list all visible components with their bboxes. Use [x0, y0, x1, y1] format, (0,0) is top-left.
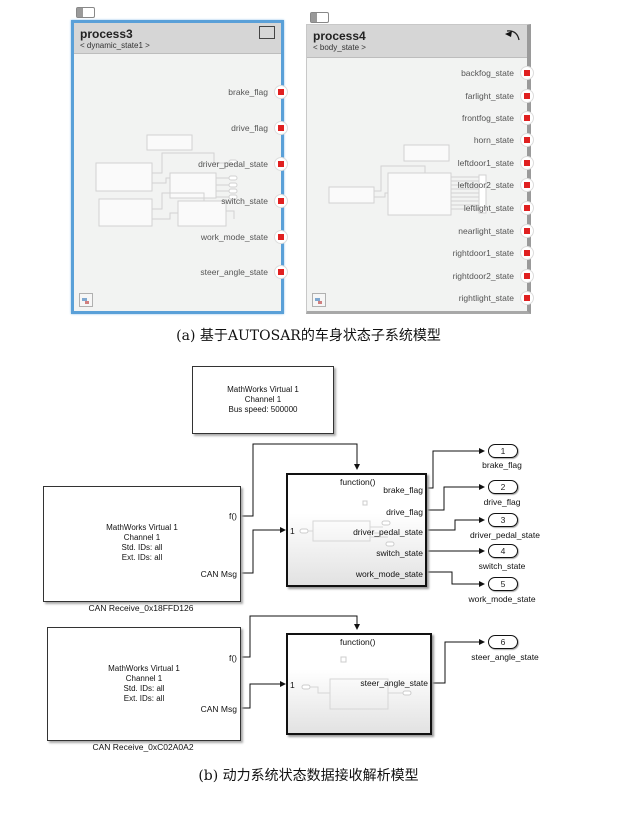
port-leftdoor1-state[interactable]: leftdoor1_state: [458, 155, 534, 170]
swc-block-process4[interactable]: process4 < body_state > backfog_state: [306, 24, 534, 314]
port-icon: [520, 132, 534, 147]
swc-header: process3 < dynamic_state1 >: [74, 23, 281, 54]
block-text: Std. IDs: all: [121, 543, 163, 552]
caption-b: (b) 动力系统状态数据接收解析模型: [198, 768, 419, 784]
port-driver-pedal-state[interactable]: driver_pedal_state: [198, 156, 288, 171]
block-text: MathWorks Virtual 1: [108, 664, 180, 673]
caption-a: (a) 基于AUTOSAR的车身状态子系统模型: [176, 328, 441, 344]
port-leftdoor2-state[interactable]: leftdoor2_state: [458, 177, 534, 192]
swc-subtitle: < dynamic_state1 >: [80, 41, 150, 50]
internal-preview: [301, 656, 412, 710]
port-icon: [520, 110, 534, 125]
output-port-can-msg[interactable]: CAN Msg: [200, 569, 237, 579]
outport-label: work_mode_state: [468, 594, 536, 604]
output-port-label: brake_flag: [383, 485, 423, 495]
swc-header: process4 < body_state >: [307, 25, 527, 58]
trigger-port-label: function(): [340, 477, 376, 487]
block-name: CAN Receive_0xC02A0A2: [92, 742, 194, 752]
internal-preview: [95, 134, 238, 227]
outport-label: driver_pedal_state: [470, 530, 540, 540]
output-port-can-msg[interactable]: CAN Msg: [200, 704, 237, 714]
port-icon: [274, 193, 288, 208]
outport-6[interactable]: 6: [488, 635, 518, 649]
port-switch-state[interactable]: switch_state: [221, 193, 288, 208]
swc-title: process3: [80, 27, 133, 41]
block-text: Channel 1: [123, 533, 161, 542]
port-rightlight-state[interactable]: rightlight_state: [459, 290, 534, 305]
port-icon: [274, 84, 288, 99]
port-backfog-state[interactable]: backfog_state: [461, 65, 534, 80]
can-receive-block-1[interactable]: MathWorks Virtual 1 Channel 1 Std. IDs: …: [43, 486, 241, 602]
can-configuration-block[interactable]: MathWorks Virtual 1 Channel 1 Bus speed:…: [192, 366, 334, 434]
port-icon: [520, 65, 534, 80]
block-text: Ext. IDs: all: [121, 553, 163, 562]
block-text: Bus speed: 500000: [228, 405, 298, 414]
port-steer-angle-state[interactable]: steer_angle_state: [200, 264, 288, 279]
port-icon: [274, 264, 288, 279]
can-receive-block-2[interactable]: MathWorks Virtual 1 Channel 1 Std. IDs: …: [47, 627, 241, 741]
port-icon: [520, 200, 534, 215]
block-text: Std. IDs: all: [123, 684, 165, 693]
port-icon: [520, 155, 534, 170]
port-rightdoor1-state[interactable]: rightdoor1_state: [453, 245, 534, 260]
outport-2[interactable]: 2: [488, 480, 518, 494]
outport-label: drive_flag: [483, 497, 521, 507]
port-rightdoor2-state[interactable]: rightdoor2_state: [453, 268, 534, 283]
output-port-label: driver_pedal_state: [353, 527, 423, 537]
output-port-label: steer_angle_state: [360, 678, 428, 688]
outport-5[interactable]: 5: [488, 577, 518, 591]
port-icon: [274, 156, 288, 171]
input-port-label: 1: [290, 680, 295, 690]
comment-toggle-icon[interactable]: [310, 12, 329, 23]
block-text: Ext. IDs: all: [123, 694, 165, 703]
block-name: CAN Receive_0x18FFD126: [88, 603, 194, 613]
port-icon: [520, 290, 534, 305]
port-drive-flag[interactable]: drive_flag: [231, 120, 288, 135]
port-horn-state[interactable]: horn_state: [474, 132, 534, 147]
output-port-label: work_mode_state: [355, 569, 423, 579]
port-leftlight-state[interactable]: leftlight_state: [464, 200, 534, 215]
trigger-port-label: function(): [340, 637, 376, 647]
outport-label: switch_state: [478, 561, 526, 571]
port-farlight-state[interactable]: farlight_state: [465, 88, 534, 103]
block-text: Channel 1: [125, 674, 163, 683]
function-call-subsystem-1[interactable]: function() 1 brake_flag drive_flag drive…: [286, 473, 427, 587]
port-icon: [520, 245, 534, 260]
block-text: MathWorks Virtual 1: [227, 385, 299, 394]
output-port-label: drive_flag: [386, 507, 423, 517]
function-call-subsystem-2[interactable]: function() 1 steer_angle_state: [286, 633, 432, 735]
model-reference-icon[interactable]: [79, 293, 93, 307]
outport-4[interactable]: 4: [488, 544, 518, 558]
input-port-label: 1: [290, 526, 295, 536]
block-text: Channel 1: [244, 395, 282, 404]
internal-preview: [328, 144, 487, 216]
outport-label: brake_flag: [482, 460, 522, 470]
port-frontfog-state[interactable]: frontfog_state: [462, 110, 534, 125]
periodic-arc-icon: [505, 30, 520, 41]
port-icon: [520, 223, 534, 238]
outport-label: steer_angle_state: [471, 652, 539, 662]
port-icon: [520, 268, 534, 283]
block-text: MathWorks Virtual 1: [106, 523, 178, 532]
square-icon: [259, 26, 275, 39]
comment-toggle-icon[interactable]: [76, 7, 95, 18]
port-work-mode-state[interactable]: work_mode_state: [201, 229, 288, 244]
model-reference-icon[interactable]: [312, 293, 326, 307]
outport-1[interactable]: 1: [488, 444, 518, 458]
port-icon: [274, 120, 288, 135]
swc-block-process3[interactable]: process3 < dynamic_state1 >: [71, 20, 288, 314]
port-icon: [520, 88, 534, 103]
internal-preview: [299, 500, 395, 547]
port-nearlight-state[interactable]: nearlight_state: [458, 223, 534, 238]
output-port-fcn[interactable]: f(): [228, 653, 237, 663]
swc-title: process4: [313, 29, 366, 43]
port-brake-flag[interactable]: brake_flag: [228, 84, 288, 99]
output-port-label: switch_state: [376, 548, 423, 558]
port-icon: [520, 177, 534, 192]
swc-subtitle: < body_state >: [313, 43, 366, 52]
output-port-fcn[interactable]: f(): [228, 511, 237, 521]
port-icon: [274, 229, 288, 244]
outport-3[interactable]: 3: [488, 513, 518, 527]
